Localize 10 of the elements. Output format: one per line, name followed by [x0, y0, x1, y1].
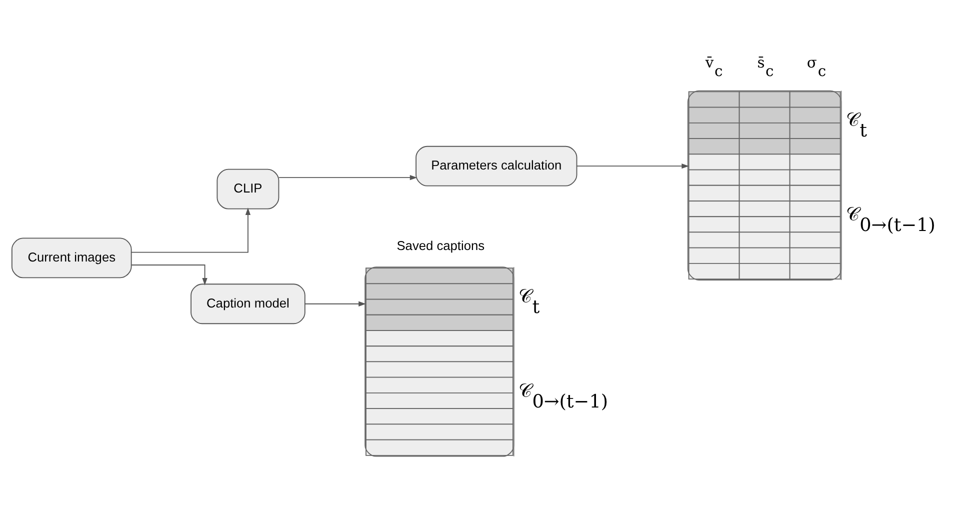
node-box: Parameters calculation: [416, 146, 578, 186]
arrow: [278, 175, 418, 180]
node-box: Current images: [11, 238, 132, 278]
arrow: [304, 301, 366, 306]
arrow: [130, 208, 251, 253]
arrow: [131, 264, 208, 286]
node-label: Saved captions: [396, 238, 485, 253]
node-box: CLIP: [216, 168, 280, 210]
arrow: [576, 164, 690, 169]
node-box: Caption model: [190, 284, 306, 324]
